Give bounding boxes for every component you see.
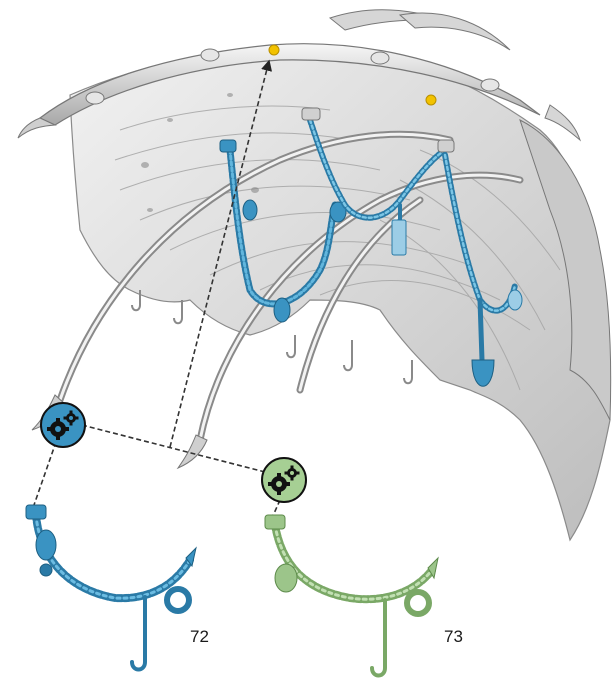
gears-marker-blue bbox=[41, 403, 85, 447]
wing-horn-3 bbox=[545, 105, 580, 140]
leader-blue-down bbox=[34, 442, 56, 505]
highlight-point-top bbox=[269, 45, 279, 55]
part-number-73: 73 bbox=[444, 627, 463, 646]
part-number-72: 72 bbox=[190, 627, 209, 646]
gears-marker-green bbox=[262, 458, 306, 502]
wing-claw-bottom-2 bbox=[178, 435, 207, 468]
part-73-green-chain bbox=[265, 515, 438, 676]
leader-blue-to-green bbox=[82, 425, 265, 472]
highlight-point-right bbox=[426, 95, 436, 105]
part-72-blue-chain bbox=[26, 505, 196, 670]
wing-horn-2 bbox=[400, 13, 510, 50]
